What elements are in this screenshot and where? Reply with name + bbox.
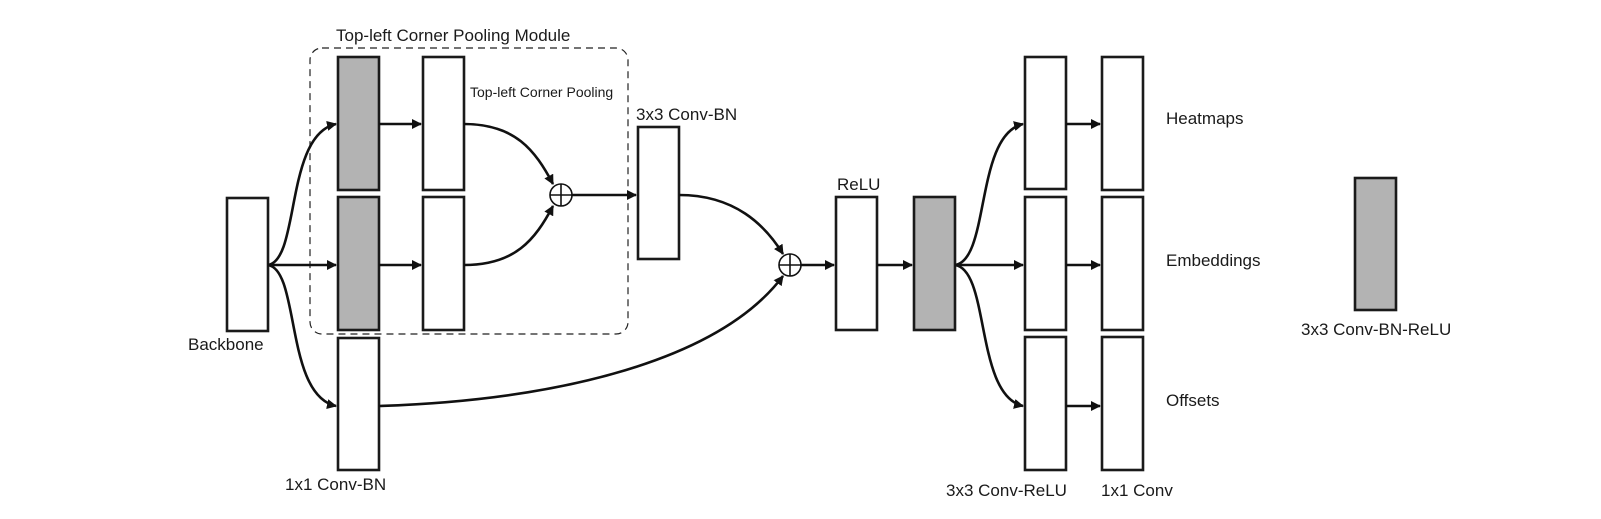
- sum-node-merge: [778, 253, 802, 277]
- embeddings-conv3-relu-block: [1023, 195, 1068, 332]
- conv1-label: 1x1 Conv: [1101, 481, 1173, 500]
- conv1-bn-block: [336, 336, 381, 472]
- wire-conv3-bn-to-sum: [678, 193, 785, 255]
- embeddings-conv1-block: [1100, 195, 1145, 332]
- pool-bottom-block: [421, 195, 466, 332]
- backbone-label: Backbone: [188, 335, 264, 354]
- module-title-label: Top-left Corner Pooling Module: [336, 26, 570, 45]
- conv1-bn-label: 1x1 Conv-BN: [285, 475, 386, 494]
- wire-pool-top-to-sum: [463, 122, 555, 185]
- legend-label: 3x3 Conv-BN-ReLU: [1301, 320, 1451, 339]
- heatmaps-label: Heatmaps: [1166, 109, 1243, 128]
- offsets-label: Offsets: [1166, 391, 1220, 410]
- offsets-conv1-block: [1100, 335, 1145, 472]
- wire-backbone-to-top-conv: [267, 121, 337, 267]
- wire-conv1-bn-to-sum: [378, 275, 785, 408]
- heatmaps-conv3-relu-block: [1023, 55, 1068, 191]
- wire-conv-to-offsets: [954, 263, 1024, 409]
- conv3-bn-block: [636, 125, 681, 261]
- post-relu-conv-block: [912, 195, 957, 332]
- pool-top-block: [421, 55, 466, 192]
- corner-pooling-label: Top-left Corner Pooling: [470, 84, 613, 100]
- pool-branch-bottom-conv-block: [336, 195, 381, 332]
- conv3-bn-label: 3x3 Conv-BN: [636, 105, 737, 124]
- backbone-block: [225, 196, 270, 333]
- heatmaps-conv1-block: [1100, 55, 1145, 192]
- embeddings-label: Embeddings: [1166, 251, 1261, 270]
- relu-block: [834, 195, 879, 332]
- wire-conv-to-heatmaps: [954, 121, 1024, 267]
- relu-label: ReLU: [837, 175, 880, 194]
- wire-backbone-to-conv1: [267, 263, 337, 409]
- conv3-relu-label: 3x3 Conv-ReLU: [946, 481, 1067, 500]
- offsets-conv3-relu-block: [1023, 335, 1068, 472]
- sum-node-pooling: [549, 183, 573, 207]
- pool-branch-top-conv-block: [336, 55, 381, 192]
- wire-pool-bottom-to-sum: [463, 205, 555, 267]
- corner-pooling-module-boundary: [309, 47, 629, 335]
- legend-gray-block: [1353, 176, 1398, 312]
